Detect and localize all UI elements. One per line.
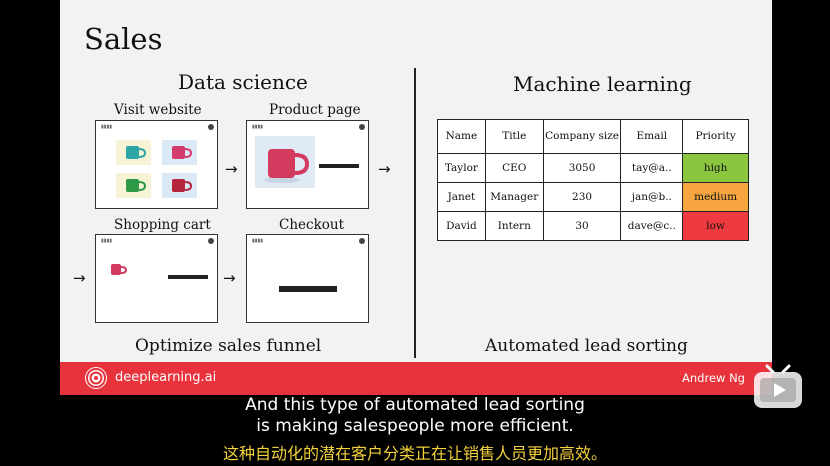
table-row: Janet Manager 230 jan@b.. medium <box>437 182 749 212</box>
mug-image <box>255 136 315 188</box>
site-logo: ▮▮▮▮ <box>101 124 113 130</box>
avatar-icon <box>208 124 214 130</box>
site-logo: ▮▮▮▮ <box>252 238 264 244</box>
cell-company-size: 3050 <box>542 153 622 183</box>
col-header-name: Name <box>437 119 486 154</box>
mug-icon <box>172 146 193 159</box>
right-arrow-icon: → <box>73 269 86 287</box>
mug-icon <box>126 146 147 159</box>
avatar-icon <box>359 124 365 130</box>
step-label-product-page: Product page <box>269 102 361 118</box>
avatar-icon <box>359 238 365 244</box>
cell-name: Janet <box>437 182 486 212</box>
mug-icon <box>111 264 128 275</box>
cell-email: tay@a.. <box>620 153 684 183</box>
cell-title: Manager <box>484 182 544 212</box>
right-arrow-icon: → <box>378 160 391 178</box>
subtitle-english-line2: is making salespeople more efficient. <box>256 416 574 436</box>
add-to-cart-button <box>319 164 359 168</box>
product-tile <box>162 140 197 165</box>
optimize-sales-funnel-caption: Optimize sales funnel <box>135 336 322 356</box>
col-header-priority: Priority <box>682 119 749 154</box>
cell-company-size: 230 <box>542 182 622 212</box>
checkout-screen: ▮▮▮▮ <box>246 234 369 323</box>
deeplearning-logo-icon <box>85 367 107 389</box>
priority-badge-high: high <box>682 153 749 183</box>
table-header-row: Name Title Company size Email Priority <box>437 119 749 154</box>
machine-learning-heading: Machine learning <box>513 72 692 96</box>
automated-lead-sorting-caption: Automated lead sorting <box>485 336 688 356</box>
cell-name: David <box>437 211 486 241</box>
col-header-email: Email <box>620 119 684 154</box>
priority-badge-medium: medium <box>682 182 749 212</box>
subtitle-english-line1: And this type of automated lead sorting <box>245 395 585 415</box>
lead-table: Name Title Company size Email Priority T… <box>437 119 749 241</box>
section-divider <box>414 68 416 358</box>
slide-title: Sales <box>84 22 163 56</box>
col-header-company-size: Company size <box>542 119 622 154</box>
right-arrow-icon: → <box>225 160 238 178</box>
cell-email: dave@c.. <box>620 211 684 241</box>
product-page-screen: ▮▮▮▮ <box>246 120 369 209</box>
site-logo: ▮▮▮▮ <box>101 238 113 244</box>
bilibili-tv-icon[interactable] <box>752 362 804 412</box>
data-science-heading: Data science <box>178 70 308 94</box>
mug-icon <box>126 179 147 192</box>
product-tile <box>116 173 151 198</box>
step-label-shopping-cart: Shopping cart <box>114 217 211 233</box>
cell-email: jan@b.. <box>620 182 684 212</box>
footer-bar: deeplearning.ai Andrew Ng <box>60 362 772 395</box>
step-label-checkout: Checkout <box>279 217 345 233</box>
cell-company-size: 30 <box>542 211 622 241</box>
step-label-visit-website: Visit website <box>114 102 202 118</box>
slide: Sales Data science Visit website Product… <box>60 0 772 362</box>
site-logo: ▮▮▮▮ <box>252 124 264 130</box>
cell-title: CEO <box>484 153 544 183</box>
product-tile <box>162 173 197 198</box>
shopping-cart-screen: ▮▮▮▮ <box>95 234 218 323</box>
subtitle-chinese: 这种自动化的潜在客户分类正在让销售人员更加高效。 <box>222 444 607 463</box>
avatar-icon <box>208 238 214 244</box>
website-screen: ▮▮▮▮ <box>95 120 218 209</box>
table-row: Taylor CEO 3050 tay@a.. high <box>437 153 749 183</box>
proceed-to-checkout-button <box>168 275 208 279</box>
presenter-name: Andrew Ng <box>682 371 745 385</box>
continue-to-homepage-button <box>279 286 337 292</box>
mug-icon <box>172 179 193 192</box>
cell-title: Intern <box>484 211 544 241</box>
table-row: David Intern 30 dave@c.. low <box>437 211 749 241</box>
priority-badge-low: low <box>682 211 749 241</box>
brand-name: deeplearning.ai <box>115 370 217 385</box>
product-tile <box>116 140 151 165</box>
cell-name: Taylor <box>437 153 486 183</box>
col-header-title: Title <box>484 119 544 154</box>
right-arrow-icon: → <box>223 269 236 287</box>
